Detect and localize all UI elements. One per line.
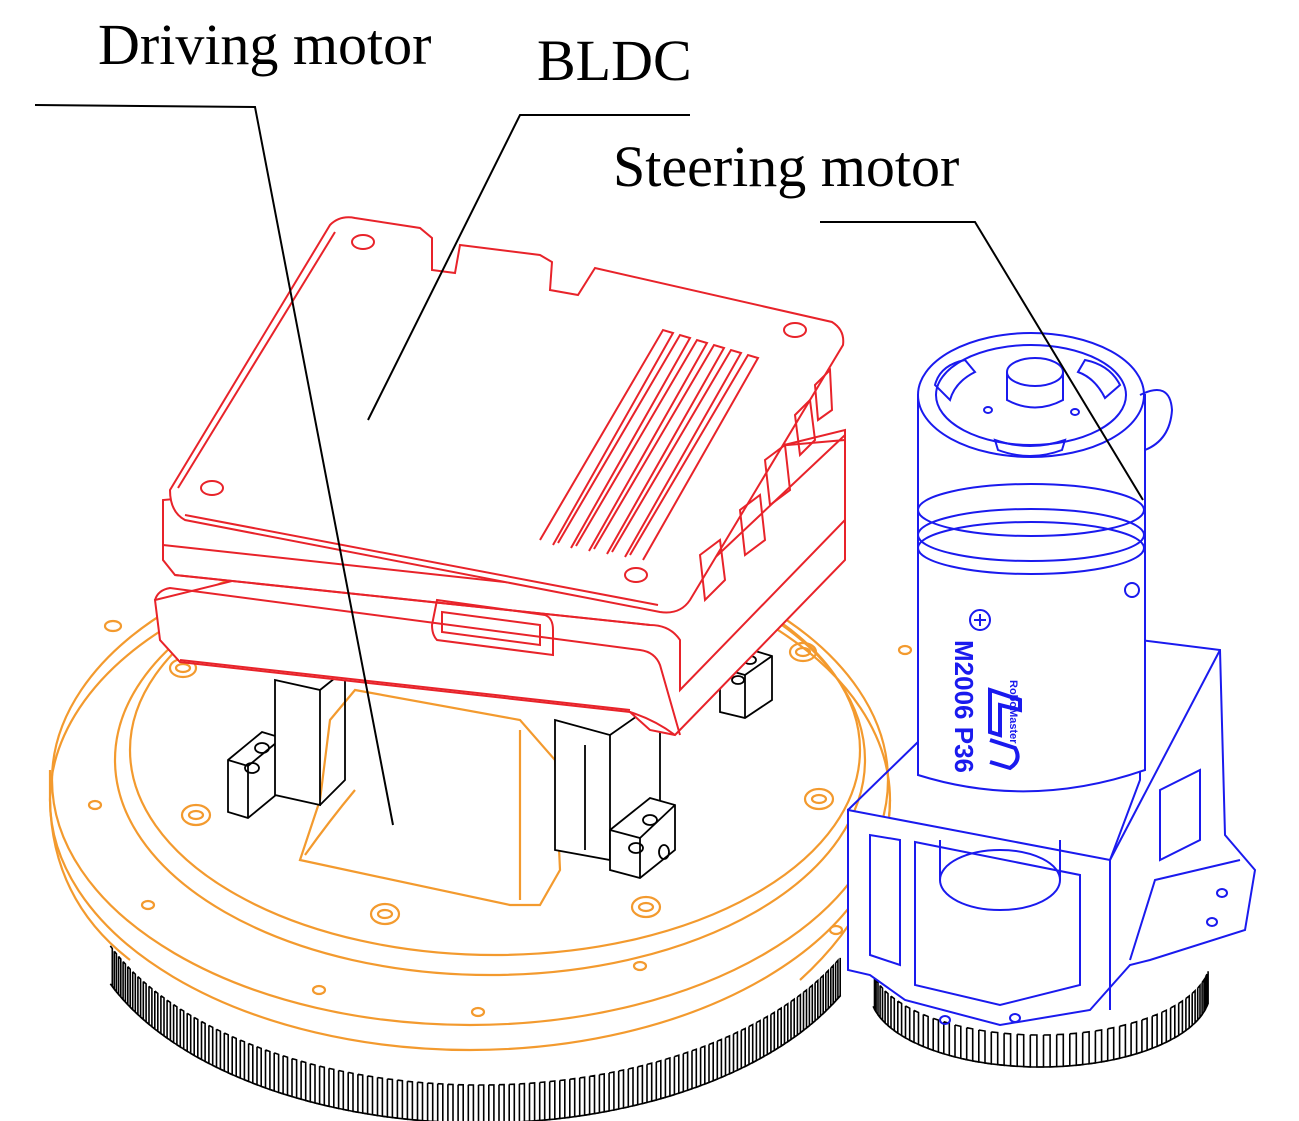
leader-steering-motor — [820, 221, 1144, 501]
motor-brand-text: RoboMaster — [1007, 680, 1019, 744]
steering-gear — [872, 971, 1209, 1068]
bldc-cooling-fins — [539, 328, 760, 561]
motor-model-text: M2006 P36 — [949, 640, 979, 773]
bldc-controller — [153, 216, 846, 737]
drive-gear-teeth — [109, 945, 842, 1121]
label-steering-motor: Steering motor — [613, 134, 960, 199]
leader-bldc — [367, 114, 690, 421]
leader-driving-motor — [34, 104, 394, 826]
steering-motor-assembly: M2006 P36 RoboMaster — [847, 332, 1257, 1027]
robomaster-logo-icon — [988, 687, 1022, 771]
leader-lines — [34, 104, 1144, 826]
driving-motor-bracket — [227, 647, 773, 879]
base-ring-holes — [87, 619, 913, 1018]
label-driving-motor: Driving motor — [98, 12, 432, 77]
label-bldc: BLDC — [537, 28, 692, 93]
